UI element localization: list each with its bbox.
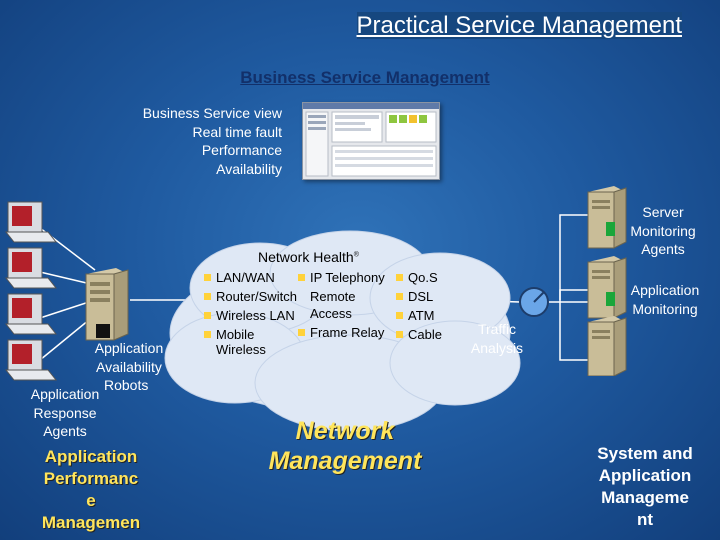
cloud-item: Wireless [216, 342, 266, 357]
sam-line: Manageme [601, 488, 689, 507]
app-availability-label: Application Availability [84, 339, 174, 376]
bullet-icon [204, 312, 211, 319]
cloud-item: IP Telephony [310, 270, 385, 285]
bullet-icon [396, 293, 403, 300]
label-line: Application [630, 282, 700, 298]
cloud-item: Frame Relay [310, 325, 385, 340]
network-management-label: Network Management [250, 416, 440, 476]
app-performance-mgmt-label: Application Performanc e Managemen [26, 446, 156, 534]
label-line: Application [30, 386, 100, 402]
label-line: Agents [641, 241, 685, 257]
system-app-mgmt-label: System and Application Manageme nt [580, 443, 710, 531]
bullet-icon [396, 274, 403, 281]
cloud-item: ATM [408, 308, 435, 323]
robots-label: Robots [104, 377, 149, 393]
cloud-item: Wireless LAN [216, 308, 295, 323]
laptop-icon [4, 293, 58, 335]
laptop-icon [4, 339, 58, 381]
cloud-item: Remote [310, 289, 356, 304]
label-line: Response [33, 404, 97, 421]
bsm-line: Availability [216, 160, 282, 177]
registered-mark: ® [353, 251, 359, 259]
network-cloud [164, 230, 521, 432]
bullet-icon [298, 274, 305, 281]
laptop-icon [4, 247, 58, 289]
sam-line: nt [636, 510, 654, 529]
label-line: Monitoring [630, 222, 696, 239]
bsm-line: Real time fault [192, 123, 282, 140]
label-line: Availability [96, 358, 162, 375]
label-line: Application [94, 340, 164, 356]
label-line: Traffic [477, 321, 517, 337]
sam-line: Application [598, 466, 692, 485]
cloud-item: Qo.S [408, 270, 438, 285]
label-line: Server [642, 204, 684, 220]
cloud-item: Access [310, 306, 352, 321]
network-health-label: Network Health® [258, 249, 359, 265]
bsm-console-screenshot [302, 102, 440, 180]
bullet-icon [204, 293, 211, 300]
cloud-col2: IP Telephony Remote Access Frame Relay [298, 268, 385, 342]
server-stack [587, 186, 627, 376]
client-laptops [4, 201, 58, 381]
traffic-probe-icon [519, 287, 549, 317]
server-agents-label: Server Monitoring Agents [618, 203, 708, 259]
bullet-icon [204, 274, 211, 281]
console-screenshot-image [303, 103, 439, 177]
bsm-heading: Business Service Management [240, 68, 490, 87]
page-title: Practical Service Management [356, 12, 682, 39]
network-health-text: Network Health [258, 249, 354, 265]
cloud-item: DSL [408, 289, 434, 304]
label-line: Analysis [470, 339, 524, 356]
app-monitoring-label: Application Monitoring [618, 281, 712, 318]
label-line: Agents [43, 423, 87, 439]
bullet-icon [298, 329, 305, 336]
server-icon [587, 186, 627, 249]
bsm-line: Performance [201, 142, 282, 158]
cloud-col3: Qo.S DSL ATM Cable [396, 268, 442, 344]
apm-line: Performanc [43, 469, 139, 488]
cloud-item: Router/Switch [216, 289, 297, 304]
cloud-col1: LAN/WAN Router/Switch Wireless LAN Mobil… [204, 268, 297, 359]
apm-line: Managemen [41, 513, 141, 532]
app-server-icon [85, 268, 129, 341]
sam-line: System and [597, 444, 693, 463]
apm-line: e [86, 491, 96, 510]
cloud-item: LAN/WAN [216, 270, 275, 285]
bullet-icon [396, 312, 403, 319]
bullet-icon [396, 331, 403, 338]
nm-line: Network [295, 417, 395, 445]
server-icon [587, 316, 627, 376]
bullet-icon [204, 331, 211, 338]
bsm-line: Business Service view [142, 105, 282, 121]
server-icon [587, 256, 627, 319]
apm-line: Application [44, 447, 138, 466]
traffic-analysis-label: Traffic Analysis [464, 320, 530, 357]
cloud-item: Mobile [216, 327, 255, 342]
laptop-icon [4, 201, 58, 243]
label-line: Monitoring [632, 300, 698, 317]
bsm-features: Business Service view Real time fault Pe… [143, 104, 282, 178]
nm-line: Management [268, 447, 422, 475]
app-response-label: Application Response Agents [24, 385, 106, 441]
cloud-item: Cable [408, 327, 442, 342]
